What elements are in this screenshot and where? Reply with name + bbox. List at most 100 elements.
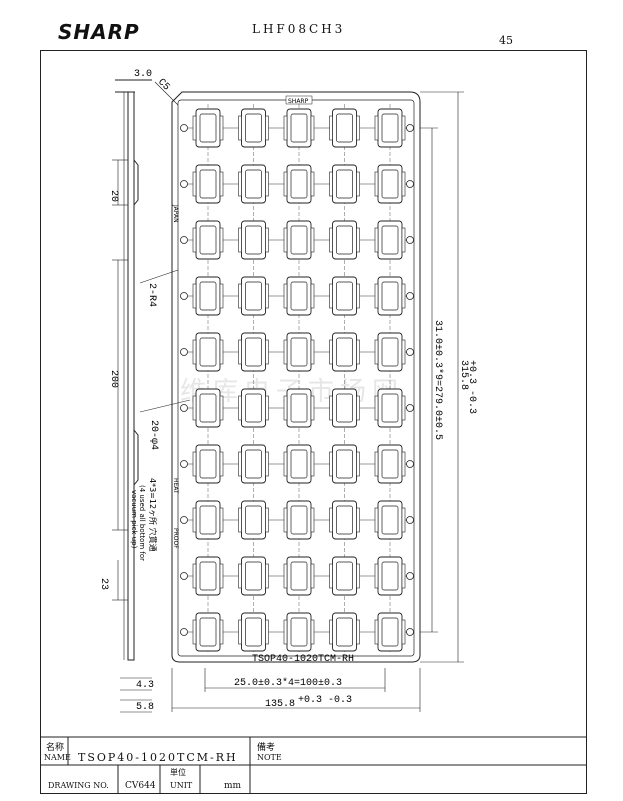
pocket-inner [381,113,399,143]
pocket-tab-left [329,115,333,141]
pocket-tab-right [265,619,269,645]
pocket [195,612,221,652]
pocket-tab-left [283,507,288,533]
pocket [332,164,357,204]
pocket-tab-left [192,227,197,253]
pocket-tab-right [219,619,224,645]
side-hole-left [180,404,188,412]
pocket-tab-right [356,563,360,589]
dim-chamfer: C5 [155,77,171,93]
pocket-tab-left [374,395,379,421]
pocket-tab-left [238,619,242,645]
pocket-inner [381,337,399,367]
pocket-tab-right [310,339,315,365]
pocket [241,612,266,652]
pocket-inner [199,617,217,647]
pocket-inner [336,505,353,535]
pocket-tab-left [192,395,197,421]
pocket [332,444,357,484]
tray-side-heat: HEAT [172,478,179,494]
pocket [332,220,357,260]
pocket [377,556,403,596]
side-hole-right [406,236,414,244]
pocket-tab-right [219,395,224,421]
pocket-tab-right [265,171,269,197]
pocket-tab-right [401,339,406,365]
pocket [332,500,357,540]
pocket-tab-right [356,395,360,421]
pocket-tab-right [219,115,224,141]
pocket [377,612,403,652]
pocket-inner [245,393,262,423]
pocket-tab-left [238,507,242,533]
pocket-tab-right [310,115,315,141]
pocket-tab-right [310,395,315,421]
pocket-tab-right [356,171,360,197]
pocket-inner [336,225,353,255]
side-hole-left [180,628,188,636]
side-hole-left [180,516,188,524]
pocket-tab-right [401,115,406,141]
pocket [195,332,221,372]
pocket-tab-right [219,563,224,589]
pocket-inner [245,169,262,199]
pocket-tab-right [310,283,315,309]
pocket [286,220,312,260]
pocket-tab-left [374,339,379,365]
pocket-tab-left [374,171,379,197]
pocket-tab-left [374,619,379,645]
side-hole-right [406,460,414,468]
pocket-inner [245,113,262,143]
pocket-tab-left [192,451,197,477]
dim-seg-20: 20 [108,190,119,202]
unit-label-ja: 単位 [170,768,186,777]
pocket [195,108,221,148]
pocket [377,444,403,484]
page-number: 45 [499,34,513,47]
pocket [241,108,266,148]
pocket-inner [199,337,217,367]
pocket-tab-right [219,507,224,533]
pocket-tab-left [283,283,288,309]
pocket [241,220,266,260]
pocket-tab-right [401,451,406,477]
pocket-inner [336,449,353,479]
pocket-inner [381,169,399,199]
note-holes-en-1: (4 used all bottom for [138,485,146,561]
pocket [195,556,221,596]
left-dimensions [112,81,191,713]
pocket-tab-right [356,619,360,645]
dim-top-thickness: 3.0 [134,69,152,80]
pocket [377,164,403,204]
pocket [332,276,357,316]
pocket-tab-right [356,451,360,477]
pocket-inner [290,281,308,311]
pocket-tab-left [192,507,197,533]
side-hole-right [406,572,414,580]
pocket-tab-right [401,507,406,533]
dim-holes: 20-φ4 [148,420,159,450]
pocket-inner [290,449,308,479]
title-block [40,736,587,794]
note-label-en: NOTE [257,753,282,762]
dim-pitch-x: 25.0±0.3*4=100±0.3 [234,677,342,689]
pocket [286,108,312,148]
pocket-tab-right [401,171,406,197]
pocket-inner [199,225,217,255]
pocket-inner [199,505,217,535]
pocket-tab-left [238,115,242,141]
pocket-tab-right [219,227,224,253]
pocket-tab-left [374,227,379,253]
pocket-tab-left [329,227,333,253]
pocket-inner [245,449,262,479]
pocket-inner [381,225,399,255]
note-holes-ja: 4*3=12ヶ所 穴貫通 [148,478,158,552]
pocket-tab-right [401,283,406,309]
pocket-inner [245,561,262,591]
pocket [241,444,266,484]
pocket-tab-left [374,115,379,141]
pocket-inner [290,225,308,255]
bottom-dimensions [171,668,421,712]
pocket-tab-right [310,171,315,197]
side-hole-right [406,124,414,132]
